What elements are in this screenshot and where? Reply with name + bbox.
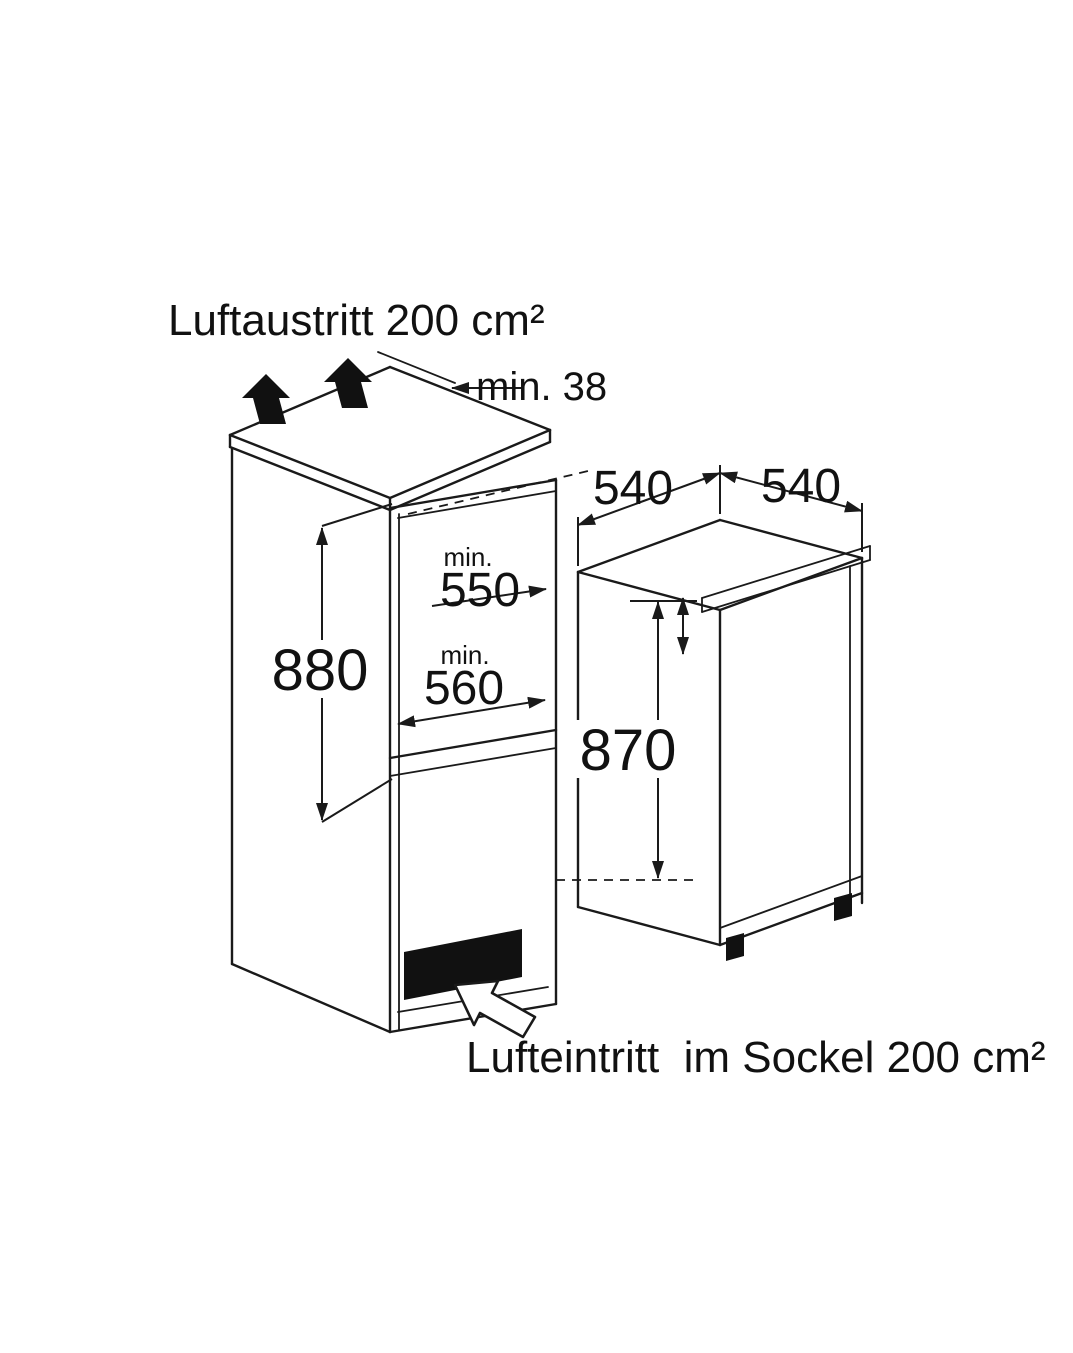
appliance-handle <box>701 545 871 613</box>
slab-underside-left <box>228 445 392 512</box>
dim-appliance-height <box>576 600 697 879</box>
niche-floor-bottom-line <box>389 747 557 777</box>
label-540-depth: 540 <box>593 462 673 515</box>
label-min-top: min. <box>443 542 492 572</box>
door-bottom-inset-line <box>719 875 863 929</box>
wall-gap-line <box>377 351 456 384</box>
label-min-bottom: min. <box>440 640 489 670</box>
niche-ceiling-line <box>397 490 557 519</box>
appliance-foot-left <box>726 933 744 961</box>
air-up-arrow-icon <box>242 374 290 424</box>
plinth-vent <box>404 929 537 1039</box>
dim-line-540-right <box>719 471 863 513</box>
ext-line <box>321 778 393 823</box>
label-550: 550 <box>440 564 520 617</box>
air-up-arrow-icon <box>324 358 372 408</box>
label-540-width: 540 <box>761 460 841 513</box>
alignment-lines <box>407 469 700 881</box>
slab-front-left-edge <box>228 433 392 500</box>
niche-floor-top-line <box>388 728 558 760</box>
handle-bottom-line <box>701 559 871 613</box>
label-880: 880 <box>272 638 369 703</box>
dim-text-mask <box>576 720 680 778</box>
appliance-top-edge-left <box>576 518 722 574</box>
air-out-arrows <box>242 358 372 424</box>
label-min-38: min. 38 <box>476 365 607 409</box>
label-560: 560 <box>424 662 504 715</box>
appliance <box>576 518 871 961</box>
ext-line <box>321 503 393 527</box>
label-air-outlet: Luftaustritt 200 cm² <box>168 296 545 345</box>
air-in-arrow-icon <box>453 979 537 1039</box>
niche-opening-top-edge <box>388 478 558 510</box>
cabinet-bottom-left-edge <box>230 962 392 1034</box>
alignment-dash-top <box>407 469 593 515</box>
appliance-top-edge-right <box>718 518 864 560</box>
dim-line-540-left <box>577 472 721 526</box>
dim-line-560 <box>397 696 546 728</box>
dim-text-mask <box>268 640 374 698</box>
slab-underside-right <box>388 440 552 512</box>
dim-appliance-width <box>719 471 863 552</box>
dim-line-550 <box>431 585 547 607</box>
appliance-front-edge-left <box>576 570 722 612</box>
slab-back-edge <box>388 365 552 432</box>
appliance-bottom-left-edge <box>576 905 722 947</box>
labels: Luftaustritt 200 cm² min. 38 880 min. 55… <box>168 296 1046 1082</box>
handle-top-line <box>701 545 871 599</box>
label-870: 870 <box>580 718 677 783</box>
appliance-foot-right <box>834 893 852 921</box>
tall-cabinet <box>230 447 558 1034</box>
label-air-inlet: Lufteintritt im Sockel 200 cm² <box>466 1033 1046 1082</box>
slab-front-right-edge <box>388 428 552 500</box>
dimensions <box>268 382 863 879</box>
dim-niche-height <box>268 503 393 823</box>
